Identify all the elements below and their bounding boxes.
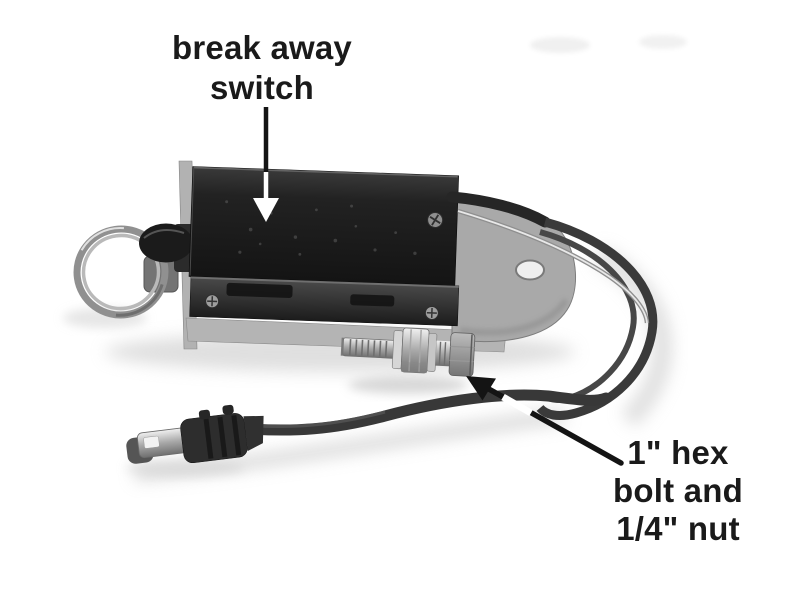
diagonal-arrowhead xyxy=(466,376,496,401)
breakaway-switch-label: break away switch xyxy=(108,28,416,108)
hex-bolt-label: 1" hex bolt and 1/4" nut xyxy=(552,434,800,548)
switch-body xyxy=(188,166,460,327)
hex-bolt-label-line3: 1/4" nut xyxy=(616,510,740,547)
screw xyxy=(424,305,439,320)
breakaway-switch-label-line2: switch xyxy=(210,69,314,106)
hex-bolt xyxy=(340,327,476,377)
hex-bolt-label-line2: bolt and xyxy=(613,472,743,509)
bracket-mounting-hole xyxy=(515,259,545,281)
bracket-right-plate xyxy=(451,197,576,343)
body-texture xyxy=(225,200,417,256)
ring-pin-knob xyxy=(139,223,193,263)
breakaway-switch-label-line1: break away xyxy=(172,29,352,66)
down-arrow xyxy=(253,107,279,222)
diagonal-arrow xyxy=(466,376,624,466)
down-arrowhead xyxy=(253,198,279,222)
pull-ring xyxy=(73,225,169,319)
bolt-hex-head xyxy=(448,332,476,377)
hex-bolt-label-line1: 1" hex xyxy=(627,434,729,471)
screw xyxy=(427,211,444,228)
cable-plug xyxy=(126,404,264,464)
screw xyxy=(205,294,220,309)
